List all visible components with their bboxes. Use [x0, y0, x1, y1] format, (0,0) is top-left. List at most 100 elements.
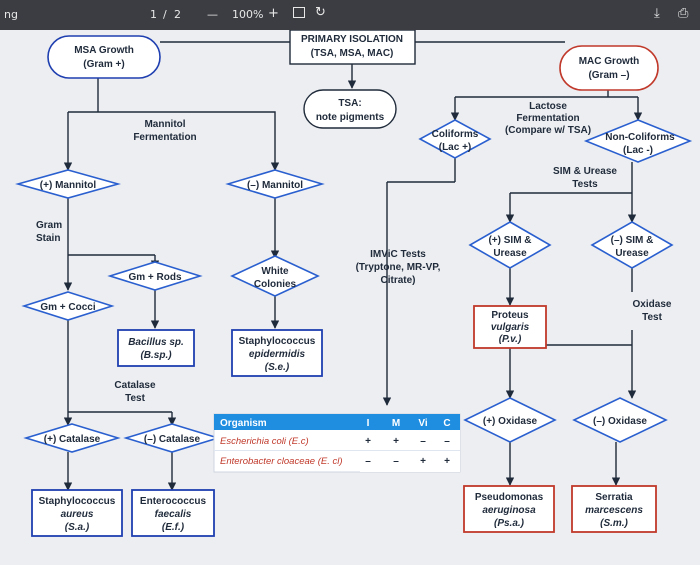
table-row-ecoli-organism: Escherichia coli (E.c): [220, 436, 309, 447]
table-header-organism: Organism: [220, 418, 267, 429]
pseudomonas-line3: (Ps.a.): [494, 518, 525, 529]
staph-aureus-line3: (S.a.): [65, 522, 90, 533]
catalase-test-line2: Test: [125, 393, 145, 404]
pos-sim-urease-line1: (+) SIM &: [488, 235, 531, 246]
coliforms-line2: (Lac +): [439, 142, 472, 153]
non-coliforms-line1: Non-Coliforms: [605, 132, 675, 143]
window-title-fragment: ng: [4, 8, 18, 21]
zoom-out-button[interactable]: —: [207, 8, 218, 21]
pos-oxidase-label: (+) Oxidase: [483, 416, 538, 427]
pos-sim-urease-line2: Urease: [493, 248, 527, 259]
neg-mannitol-diamond: (–) Mannitol: [225, 169, 325, 199]
flowchart: PRIMARY ISOLATION (TSA, MSA, MAC) MSA Gr…: [15, 29, 693, 537]
document-page: PRIMARY ISOLATION (TSA, MSA, MAC) MSA Gr…: [0, 29, 700, 565]
pos-catalase-diamond: (+) Catalase: [23, 423, 121, 453]
non-coliforms-line2: (Lac -): [623, 145, 653, 156]
bacillus-box: Bacillus sp. (B.sp.): [117, 329, 195, 367]
primary-isolation-line2: (TSA, MSA, MAC): [311, 48, 394, 59]
serratia-box: Serratia marcescens (S.m.): [571, 485, 657, 533]
enterococcus-line2: faecalis: [155, 509, 192, 520]
bacillus-line1: Bacillus sp.: [128, 337, 184, 348]
pos-catalase-label: (+) Catalase: [44, 434, 101, 445]
lactose-fermentation-line2: Fermentation: [516, 113, 579, 124]
non-coliforms-diamond: Non-Coliforms (Lac -): [583, 119, 693, 163]
table-row-ecoli-i: +: [365, 436, 371, 447]
pos-oxidase-diamond: (+) Oxidase: [463, 397, 557, 443]
table-row-enterobacter-c: +: [444, 456, 450, 467]
mannitol-fermentation-line2: Fermentation: [133, 132, 196, 143]
table-header-c: C: [443, 418, 450, 429]
table-row-enterobacter-i: –: [365, 456, 371, 467]
neg-oxidase-label: (–) Oxidase: [593, 416, 647, 427]
imvic-tests-line1: IMViC Tests: [370, 249, 426, 260]
table-row-ecoli-vi: –: [420, 436, 426, 447]
msa-growth-line1: MSA Growth: [74, 45, 134, 56]
table-row-enterobacter-m: –: [393, 456, 399, 467]
gm-cocci-diamond: Gm + Cocci: [21, 291, 115, 321]
pseudomonas-line2: aeruginosa: [482, 505, 536, 516]
primary-isolation-box: PRIMARY ISOLATION (TSA, MSA, MAC): [289, 29, 416, 65]
lactose-fermentation-line3: (Compare w/ TSA): [505, 125, 591, 136]
catalase-test-line1: Catalase: [114, 380, 156, 391]
download-icon[interactable]: ⤓: [654, 6, 660, 21]
staph-aureus-line2: aureus: [61, 509, 94, 520]
msa-growth-node: MSA Growth (Gram +): [47, 35, 161, 79]
sim-urease-tests-line2: Tests: [572, 179, 598, 190]
imvic-table: Organism I M Vi C Escherichia coli (E.c)…: [213, 413, 461, 473]
bacillus-line2: (B.sp.): [140, 350, 172, 361]
staph-epi-line3: (S.e.): [265, 362, 290, 373]
table-row-enterobacter-organism: Enterobacter cloaceae (E. cl): [220, 456, 343, 467]
table-header-vi: Vi: [418, 418, 427, 429]
coliforms-line1: Coliforms: [432, 129, 479, 140]
table-row-enterobacter-vi: +: [420, 456, 426, 467]
print-icon[interactable]: ⎙: [678, 6, 689, 21]
gm-rods-label: Gm + Rods: [128, 272, 182, 283]
staph-epidermidis-box: Staphylococcus epidermidis (S.e.): [231, 329, 323, 377]
gm-cocci-label: Gm + Cocci: [40, 302, 96, 313]
neg-catalase-diamond: (–) Catalase: [123, 423, 221, 453]
table-row-ecoli-c: –: [444, 436, 450, 447]
rotate-icon[interactable]: ↻: [315, 5, 326, 20]
proteus-line1: Proteus: [491, 310, 529, 321]
primary-isolation-line1: PRIMARY ISOLATION: [301, 34, 403, 45]
zoom-level: 100%: [232, 8, 264, 21]
imvic-tests-line2: (Tryptone, MR-VP,: [356, 262, 441, 273]
neg-mannitol-label: (–) Mannitol: [247, 180, 303, 191]
coliforms-diamond: Coliforms (Lac +): [418, 119, 492, 159]
neg-sim-urease-line1: (–) SIM &: [611, 235, 654, 246]
oxidase-test-line2: Test: [642, 312, 662, 323]
white-colonies-line1: White: [261, 266, 289, 277]
pos-mannitol-diamond: (+) Mannitol: [15, 169, 121, 199]
pseudomonas-box: Pseudomonas aeruginosa (Ps.a.): [463, 485, 555, 533]
tsa-line2: note pigments: [316, 112, 385, 123]
imvic-tests-line3: Citrate): [380, 275, 415, 286]
serratia-line2: marcescens: [585, 505, 643, 516]
table-header-m: M: [392, 418, 400, 429]
neg-oxidase-diamond: (–) Oxidase: [572, 397, 668, 443]
tsa-line1: TSA:: [338, 98, 361, 109]
mannitol-fermentation-line1: Mannitol: [144, 119, 185, 130]
staph-aureus-line1: Staphylococcus: [39, 496, 116, 507]
enterococcus-box: Enterococcus faecalis (E.f.): [131, 489, 215, 537]
gm-rods-diamond: Gm + Rods: [107, 261, 203, 291]
page-total: 2: [174, 8, 181, 21]
staph-aureus-box: Staphylococcus aureus (S.a.): [31, 489, 123, 537]
tsa-node: TSA: note pigments: [303, 89, 397, 129]
serratia-line3: (S.m.): [600, 518, 628, 529]
pseudomonas-line1: Pseudomonas: [475, 492, 544, 503]
pdf-toolbar: ng 1 / 2 — 100% + ↻ ⤓ ⎙: [0, 0, 700, 30]
proteus-line3: (P.v.): [499, 334, 522, 345]
staph-epi-line1: Staphylococcus: [239, 336, 316, 347]
zoom-in-button[interactable]: +: [268, 6, 279, 21]
neg-sim-urease-line2: Urease: [615, 248, 649, 259]
white-colonies-line2: Colonies: [254, 279, 297, 290]
imvic-table-header-bg: [214, 414, 460, 430]
fit-page-icon[interactable]: [293, 7, 305, 18]
neg-catalase-label: (–) Catalase: [144, 434, 201, 445]
neg-sim-urease-diamond: (–) SIM & Urease: [590, 221, 674, 269]
page-current[interactable]: 1: [150, 8, 157, 21]
table-row-ecoli-m: +: [393, 436, 399, 447]
proteus-line2: vulgaris: [491, 322, 530, 333]
oxidase-test-line1: Oxidase: [633, 299, 672, 310]
